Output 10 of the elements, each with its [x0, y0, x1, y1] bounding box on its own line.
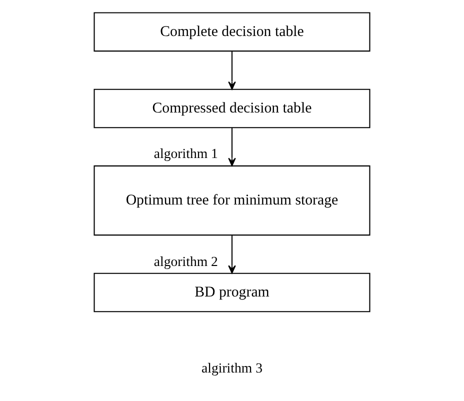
node-box: BD program [94, 272, 370, 312]
node-box: Compressed decision table [94, 88, 370, 128]
edge-label: algorithm 1 [154, 146, 218, 161]
edge-label: algorithm 2 [154, 254, 218, 269]
node-box: Optimum tree for minimum storage [94, 165, 370, 236]
label: algirithm 3 [202, 360, 262, 376]
arrow [228, 236, 236, 274]
arrow [228, 128, 236, 166]
node-box: Complete decision table [94, 12, 370, 52]
arrow [228, 51, 236, 90]
